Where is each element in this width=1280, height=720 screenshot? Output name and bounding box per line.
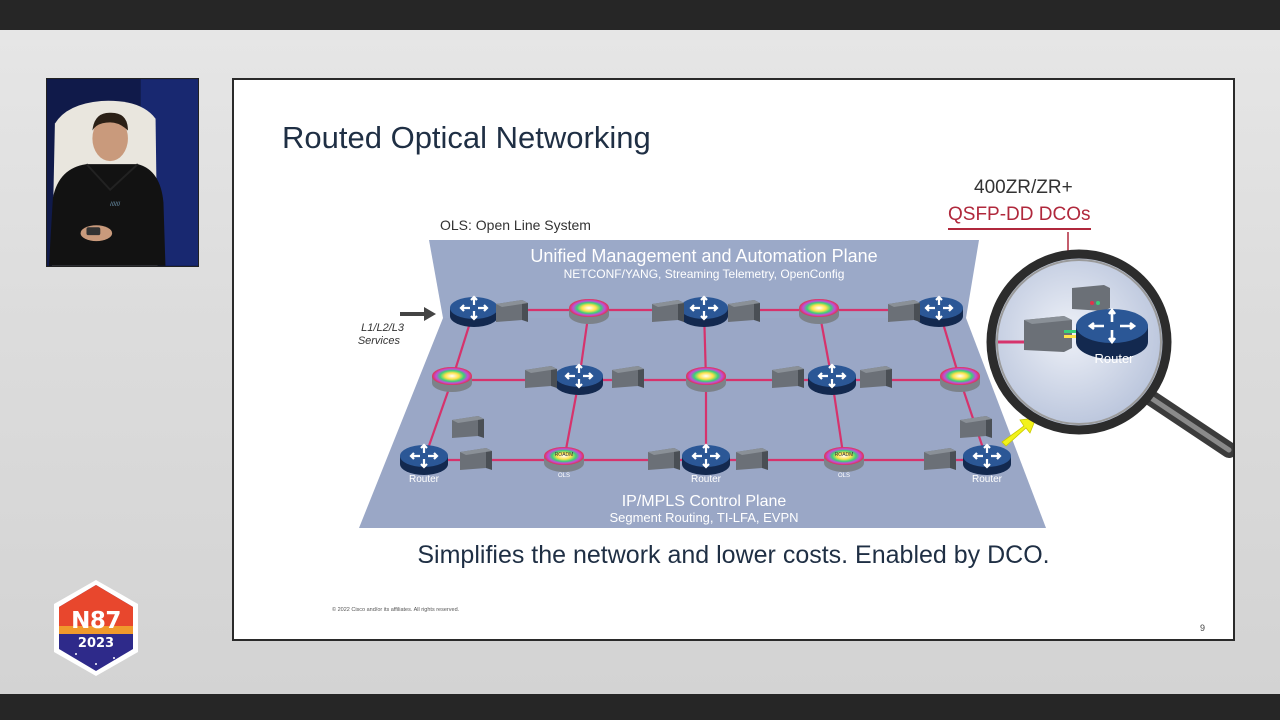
control-plane-title: IP/MPLS Control Plane [622, 493, 787, 510]
roadm-icon [824, 447, 864, 472]
slide-page-number: 9 [1200, 623, 1206, 633]
services-label: Services [358, 335, 401, 347]
network-diagram: Unified Management and Automation Plane … [358, 232, 1233, 528]
router-icon [398, 443, 450, 477]
roadm-icon [432, 367, 472, 392]
event-badge-logo: N87 2023 [52, 578, 140, 678]
magnified-router-label: Router [1094, 351, 1134, 366]
ols-label: OLS [558, 473, 570, 479]
management-plane-title: Unified Management and Automation Plane [530, 246, 877, 266]
bottom-letterbox [0, 694, 1280, 720]
ols-amplifier-icon [924, 448, 956, 470]
dco-standard-label: 400ZR/ZR+ [974, 177, 1073, 198]
svg-text://////: ////// [110, 202, 120, 208]
magnifier-icon: Router [986, 249, 1233, 458]
router-icon [678, 295, 730, 329]
yellow-arrow-icon [1001, 417, 1037, 447]
ols-amplifier-icon [525, 366, 557, 388]
slide-title: Routed Optical Networking [282, 120, 651, 155]
control-plane-subtitle: Segment Routing, TI-LFA, EVPN [609, 510, 798, 525]
router-label: Router [691, 474, 722, 485]
slide-tagline: Simplifies the network and lower costs. … [417, 541, 1050, 569]
services-label-layers: L1/L2/L3 [361, 322, 405, 334]
router-label: Router [972, 474, 1003, 485]
presenter-silhouette-icon: ////// [47, 79, 198, 266]
presentation-slide: Unified Management and Automation Plane … [232, 78, 1235, 641]
management-plane-subtitle: NETCONF/YANG, Streaming Telemetry, OpenC… [564, 267, 845, 281]
router-icon [806, 363, 858, 397]
router-icon [448, 295, 500, 329]
ols-amplifier-icon [652, 300, 684, 322]
ols-definition-note: OLS: Open Line System [440, 217, 591, 233]
roadm-icon [544, 447, 584, 472]
router-icon [961, 443, 1013, 477]
ols-amplifier-icon [648, 448, 680, 470]
presenter-webcam: ////// [46, 78, 199, 267]
ols-amplifier-icon [496, 300, 528, 322]
management-plane-panel [429, 240, 979, 318]
event-badge-year: 2023 [77, 636, 115, 651]
router-label: Router [409, 474, 440, 485]
roadm-label: ROADM [555, 452, 574, 458]
copyright-notice: © 2022 Cisco and/or its affiliates. All … [332, 607, 460, 613]
ols-amplifier-icon [888, 300, 920, 322]
router-icon [553, 363, 605, 397]
router-icon [680, 443, 732, 477]
roadm-icon [940, 367, 980, 392]
ols-amplifier-icon [728, 300, 760, 322]
ols-amplifier-icon [772, 366, 804, 388]
ols-amplifier-icon [960, 416, 992, 438]
hexagon-badge-icon [54, 580, 138, 676]
router-icon [913, 295, 965, 329]
ols-amplifier-icon [612, 366, 644, 388]
ols-amplifier-icon [452, 416, 484, 438]
ols-amplifier-icon [460, 448, 492, 470]
event-badge-name: N87 [71, 608, 121, 634]
roadm-icon [569, 299, 609, 324]
dco-optics-label: QSFP-DD DCOs [948, 204, 1091, 230]
top-letterbox [0, 0, 1280, 30]
roadm-icon [799, 299, 839, 324]
ols-amplifier-icon [736, 448, 768, 470]
roadm-icon [686, 367, 726, 392]
services-arrow-icon [400, 307, 436, 321]
roadm-label: ROADM [835, 452, 854, 458]
ols-amplifier-icon [860, 366, 892, 388]
ols-label: OLS [838, 473, 850, 479]
